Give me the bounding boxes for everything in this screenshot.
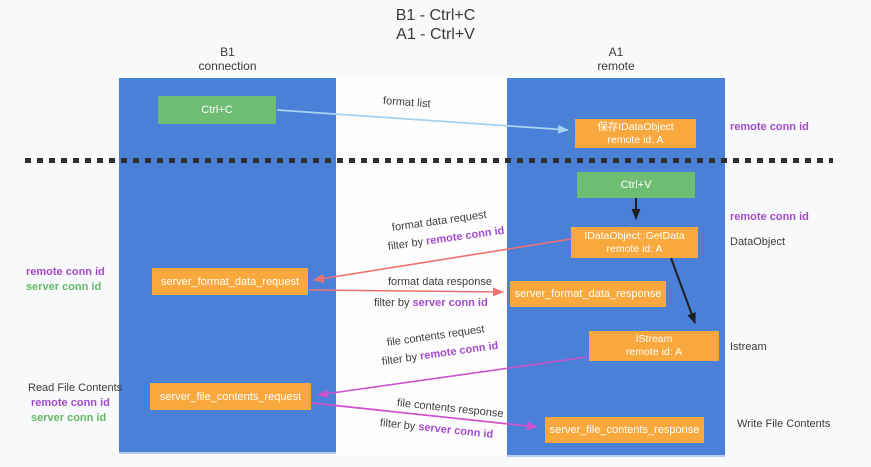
diagram-title-line1: B1 - Ctrl+C	[395, 7, 476, 24]
lane-b1-name: B1	[220, 45, 235, 59]
lane-b1-role: connection	[198, 59, 257, 73]
server-format-data-response-node: server_format_data_response	[510, 281, 666, 307]
annotation-remote-conn-id-left-1: remote conn id	[26, 266, 105, 278]
ctrl-c-node: Ctrl+C	[158, 96, 276, 124]
getdata-line1: IDataObject::GetData	[584, 229, 685, 242]
save-idataobject-node: 保存IDataObject remote id: A	[575, 119, 696, 148]
lane-a1-role: remote	[597, 59, 635, 73]
diagram-title: B1 - Ctrl+C A1 - Ctrl+V	[0, 6, 871, 44]
annotation-istream: Istream	[730, 341, 767, 353]
filter-by-text: filter by	[374, 297, 413, 309]
istream-node: IStream remote id: A	[589, 331, 719, 361]
message-label-band	[336, 78, 507, 455]
server-file-contents-request-label: server_file_contents_request	[159, 390, 302, 403]
server-format-data-response-label: server_format_data_response	[514, 288, 662, 300]
diagram-title-line2: A1 - Ctrl+V	[396, 26, 475, 43]
annotation-remote-conn-id-top-right: remote conn id	[730, 121, 809, 133]
server-file-contents-request-node: server_file_contents_request	[150, 383, 311, 410]
edge-label-filter-server-1: filter by server conn id	[374, 297, 488, 309]
istream-line2: remote id: A	[625, 346, 683, 358]
ctrl-v-label: Ctrl+V	[620, 179, 652, 191]
annotation-remote-conn-id-mid-right: remote conn id	[730, 211, 809, 223]
edge-label-format-data-response: format data response	[388, 276, 492, 288]
server-conn-id-highlight: server conn id	[412, 297, 488, 309]
ctrl-v-node: Ctrl+V	[577, 172, 695, 198]
save-idataobject-line1: 保存IDataObject	[597, 120, 674, 133]
phase-separator-dashed-line	[25, 158, 833, 163]
annotation-server-conn-id-left-2: server conn id	[31, 412, 107, 424]
annotation-read-file-contents: Read File Contents	[28, 382, 123, 394]
lane-header-a1: A1 remote	[507, 45, 725, 73]
lane-a1-name: A1	[608, 45, 624, 59]
lane-header-b1: B1 connection	[119, 45, 336, 73]
annotation-dataobject: DataObject	[730, 236, 786, 248]
server-file-contents-response-node: server_file_contents_response	[545, 417, 704, 443]
istream-line1: IStream	[635, 333, 673, 345]
ctrl-c-label: Ctrl+C	[201, 104, 233, 116]
annotation-write-file-contents: Write File Contents	[737, 418, 831, 430]
annotation-server-conn-id-left-1: server conn id	[26, 281, 102, 293]
idataobject-getdata-node: IDataObject::GetData remote id: A	[571, 227, 698, 258]
server-format-data-request-node: server_format_data_request	[152, 268, 308, 295]
annotation-remote-conn-id-left-2: remote conn id	[31, 397, 110, 409]
getdata-line2: remote id: A	[606, 242, 663, 255]
server-format-data-request-label: server_format_data_request	[160, 275, 300, 288]
server-file-contents-response-label: server_file_contents_response	[549, 424, 700, 436]
save-idataobject-line2: remote id: A	[607, 133, 664, 146]
